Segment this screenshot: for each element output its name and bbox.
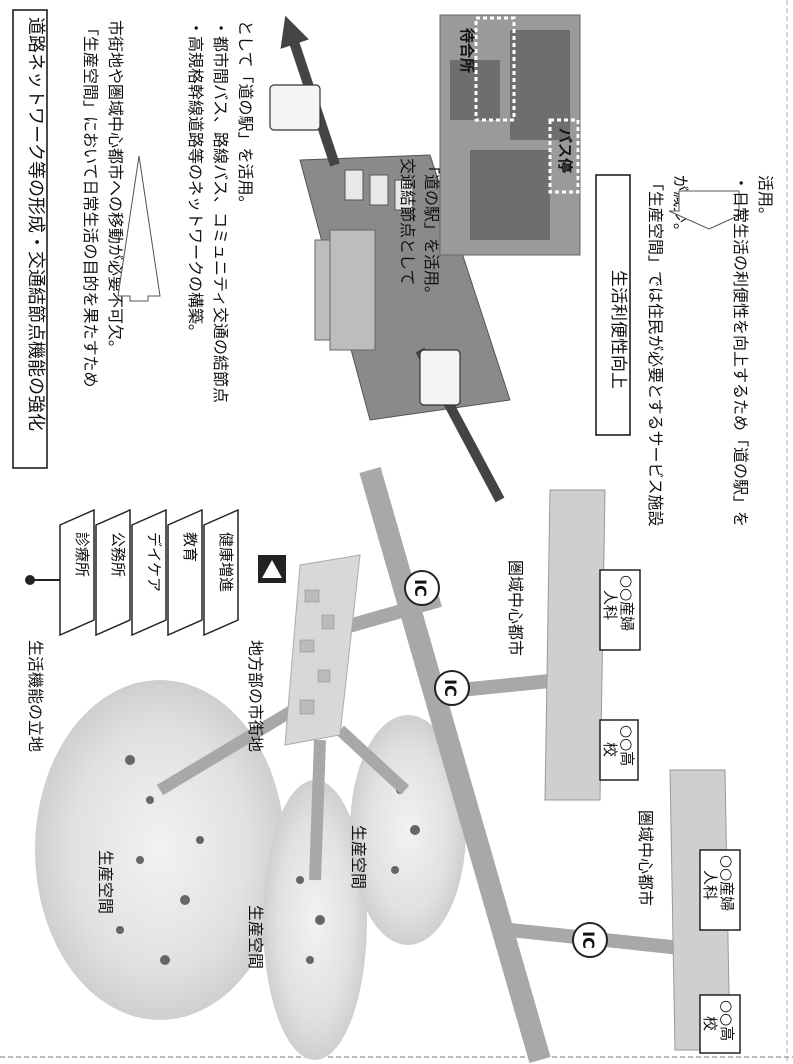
school-bubble: ○○高 校: [699, 994, 741, 1054]
clinic-bubble: ○○産婦 人科: [599, 569, 641, 651]
parked-buses: [344, 169, 414, 211]
road-bullet-3: として「道の駅」を活用。: [236, 20, 255, 212]
waiting-room-label: 待合所: [458, 28, 476, 73]
production-space-label: 生産空間: [96, 850, 115, 914]
function-tag: [203, 508, 239, 637]
road-title: 道路ネットワーク等の形成・交通結節点機能の強化: [25, 17, 46, 431]
function-tag: [95, 508, 131, 637]
hub-caption-line-1: 交通結節点として: [398, 158, 417, 286]
road-title-box: [12, 9, 48, 469]
ic-label: IC: [441, 679, 460, 697]
ic-label: IC: [579, 931, 598, 949]
function-tag: [167, 508, 203, 637]
hub-caption-line-2: 「道の駅」を活用。: [422, 158, 441, 302]
life-bullet-line-1: ・日常生活の利便性を向上するため「道の駅」を: [731, 175, 750, 527]
vehicles: [269, 84, 461, 406]
function-tag-label: デイケア: [145, 532, 163, 592]
bus-stop-label: バス停: [556, 128, 574, 173]
functions-title: 生活機能の立地: [26, 640, 45, 752]
road-desc-line-2: 市街地や圏域中心都市への移動が必要不可欠。: [106, 20, 125, 356]
bus-icon: [269, 84, 321, 131]
school-line-2: 校: [701, 1016, 719, 1031]
regional-city-label: 圏域中心都市: [636, 810, 655, 906]
function-tag-label: 診療所: [73, 532, 91, 577]
clinic-line-2: 人科: [701, 870, 719, 900]
ic-marker: [434, 670, 470, 706]
ic-label: IC: [411, 579, 430, 597]
life-title: 生活利便性向上: [608, 270, 628, 389]
ic-marker: [572, 922, 608, 958]
function-tag: [59, 508, 95, 637]
road-desc-line-1: 「生産空間」において日常生活の目的を果たすため: [81, 20, 100, 388]
arrow-down: [117, 155, 161, 302]
production-space-label: 生産空間: [349, 825, 368, 889]
production-space-label: 生産空間: [246, 905, 265, 969]
function-tag-label: 教育: [181, 532, 199, 562]
school-line-1: ○○高: [618, 725, 636, 766]
local-town-buildings: [299, 589, 335, 715]
clinic-line-2: 人科: [601, 590, 619, 620]
school-line-2: 校: [601, 742, 619, 757]
road-station-building: [314, 229, 376, 351]
function-tag-label: 公務所: [109, 532, 127, 577]
regional-city-label: 圏域中心都市: [506, 560, 525, 656]
production-space-blob-1: [35, 680, 285, 1020]
arrow-down-2: [668, 190, 750, 230]
clinic-line-1: ○○産婦: [618, 575, 636, 631]
life-title-box: [595, 174, 631, 436]
function-tag: [131, 508, 167, 637]
regional-city-block-1: [544, 489, 606, 801]
school-line-1: ○○高: [718, 1000, 736, 1041]
life-desc-line-1: 「生産空間」では住民が必要とするサービス施設: [646, 175, 665, 527]
school-bubble: ○○高 校: [599, 719, 639, 781]
ic-marker: [404, 570, 440, 606]
car-icon: [419, 349, 461, 406]
road-bullet-1: ・高規格幹線道路等のネットワークの構築。: [186, 20, 205, 340]
life-bullet-line-2: 活用。: [756, 175, 775, 223]
life-functions-stack: 診療所公務所デイケア教育健康増進: [59, 508, 239, 637]
clinic-line-1: ○○産婦: [718, 855, 736, 911]
function-tag-label: 健康増進: [217, 532, 235, 592]
bus-stop-highlight: [548, 118, 580, 194]
interchange-markers: IC IC IC: [404, 570, 608, 958]
clinic-bubble: ○○産婦 人科: [699, 849, 741, 931]
local-town-block: [284, 554, 361, 746]
local-town-label: 地方部の市街地: [246, 640, 265, 752]
road-bullet-2: ・都市間バス、路線バス、コミュニティ交通の結節点: [211, 20, 230, 403]
